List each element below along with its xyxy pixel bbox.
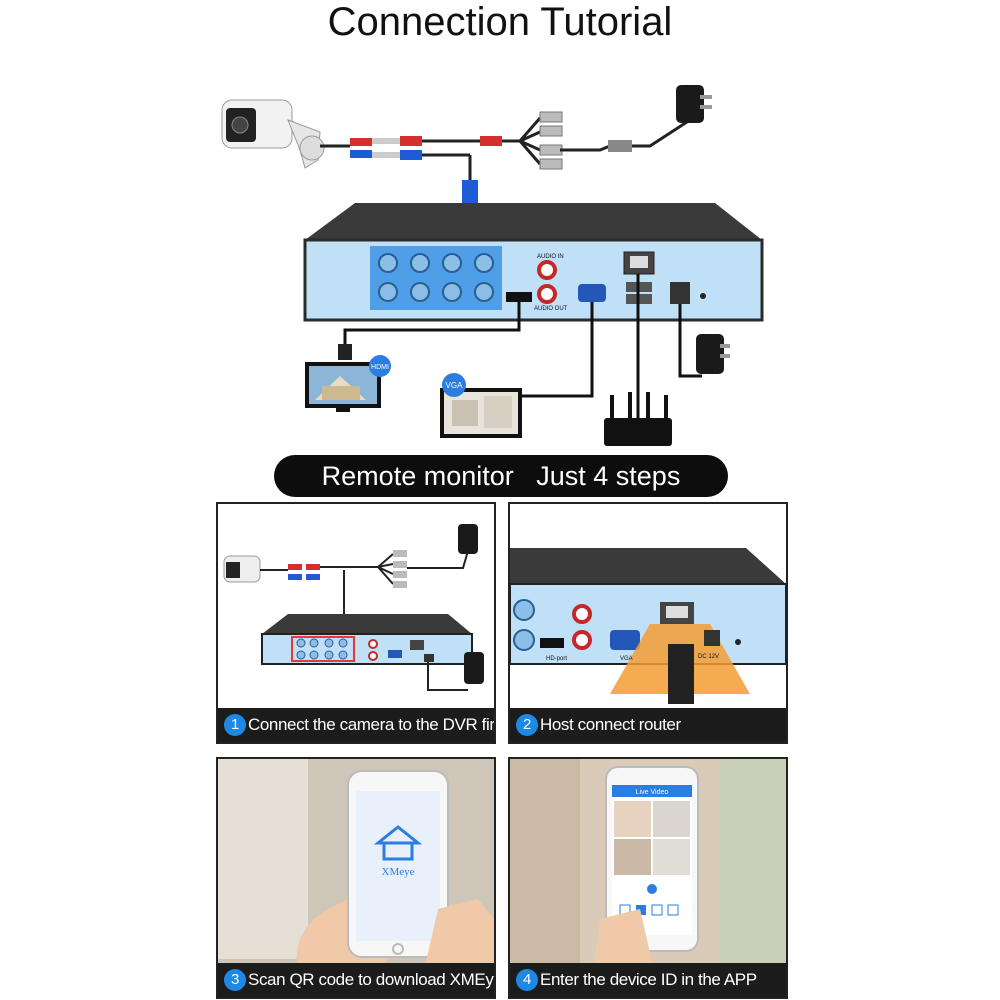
dvr-recorder xyxy=(303,203,764,322)
vga-label: VGA xyxy=(620,656,633,662)
step-1-text: Connect the camera to the DVR first xyxy=(248,715,494,734)
connection-diagram: AUDIO IN AUDIO OUT HDMI VGA xyxy=(221,85,764,446)
step-2-text: Host connect router xyxy=(540,715,681,734)
step-2-illustration: HD-port VGA DC 12V xyxy=(510,548,786,704)
step-4-text: Enter the device ID in the APP xyxy=(540,970,757,989)
audio-out-label: AUDIO OUT xyxy=(534,306,568,312)
page-title: Connection Tutorial xyxy=(327,0,673,44)
step-1-illustration xyxy=(223,524,484,691)
step-number-badge: 1 xyxy=(224,713,246,736)
remote-monitor-banner: Remote monitor Just 4 steps xyxy=(274,455,728,497)
step-number-badge: 3 xyxy=(224,968,246,991)
step-3-illustration: XMeye xyxy=(218,759,494,997)
step-number-badge: 2 xyxy=(516,713,538,736)
bullet-camera xyxy=(221,99,325,169)
hd-port-label: HD-port xyxy=(546,656,567,662)
power-adapter-icon xyxy=(696,334,730,374)
step-number-badge: 4 xyxy=(516,968,538,991)
xmeye-brand: XMeye xyxy=(382,866,415,878)
vga-badge: VGA xyxy=(446,381,464,390)
power-adapter-icon xyxy=(676,85,712,123)
step-4-illustration: Live Video xyxy=(510,759,786,997)
hdmi-badge: HDMI xyxy=(371,364,389,371)
audio-in-label: AUDIO IN xyxy=(537,254,564,260)
router-icon xyxy=(604,392,672,446)
hdmi-tv-icon xyxy=(305,362,381,412)
step-3-text: Scan QR code to download XMEye APP xyxy=(248,970,494,989)
live-video-header: Live Video xyxy=(636,789,669,796)
dc-label: DC 12V xyxy=(698,654,719,660)
